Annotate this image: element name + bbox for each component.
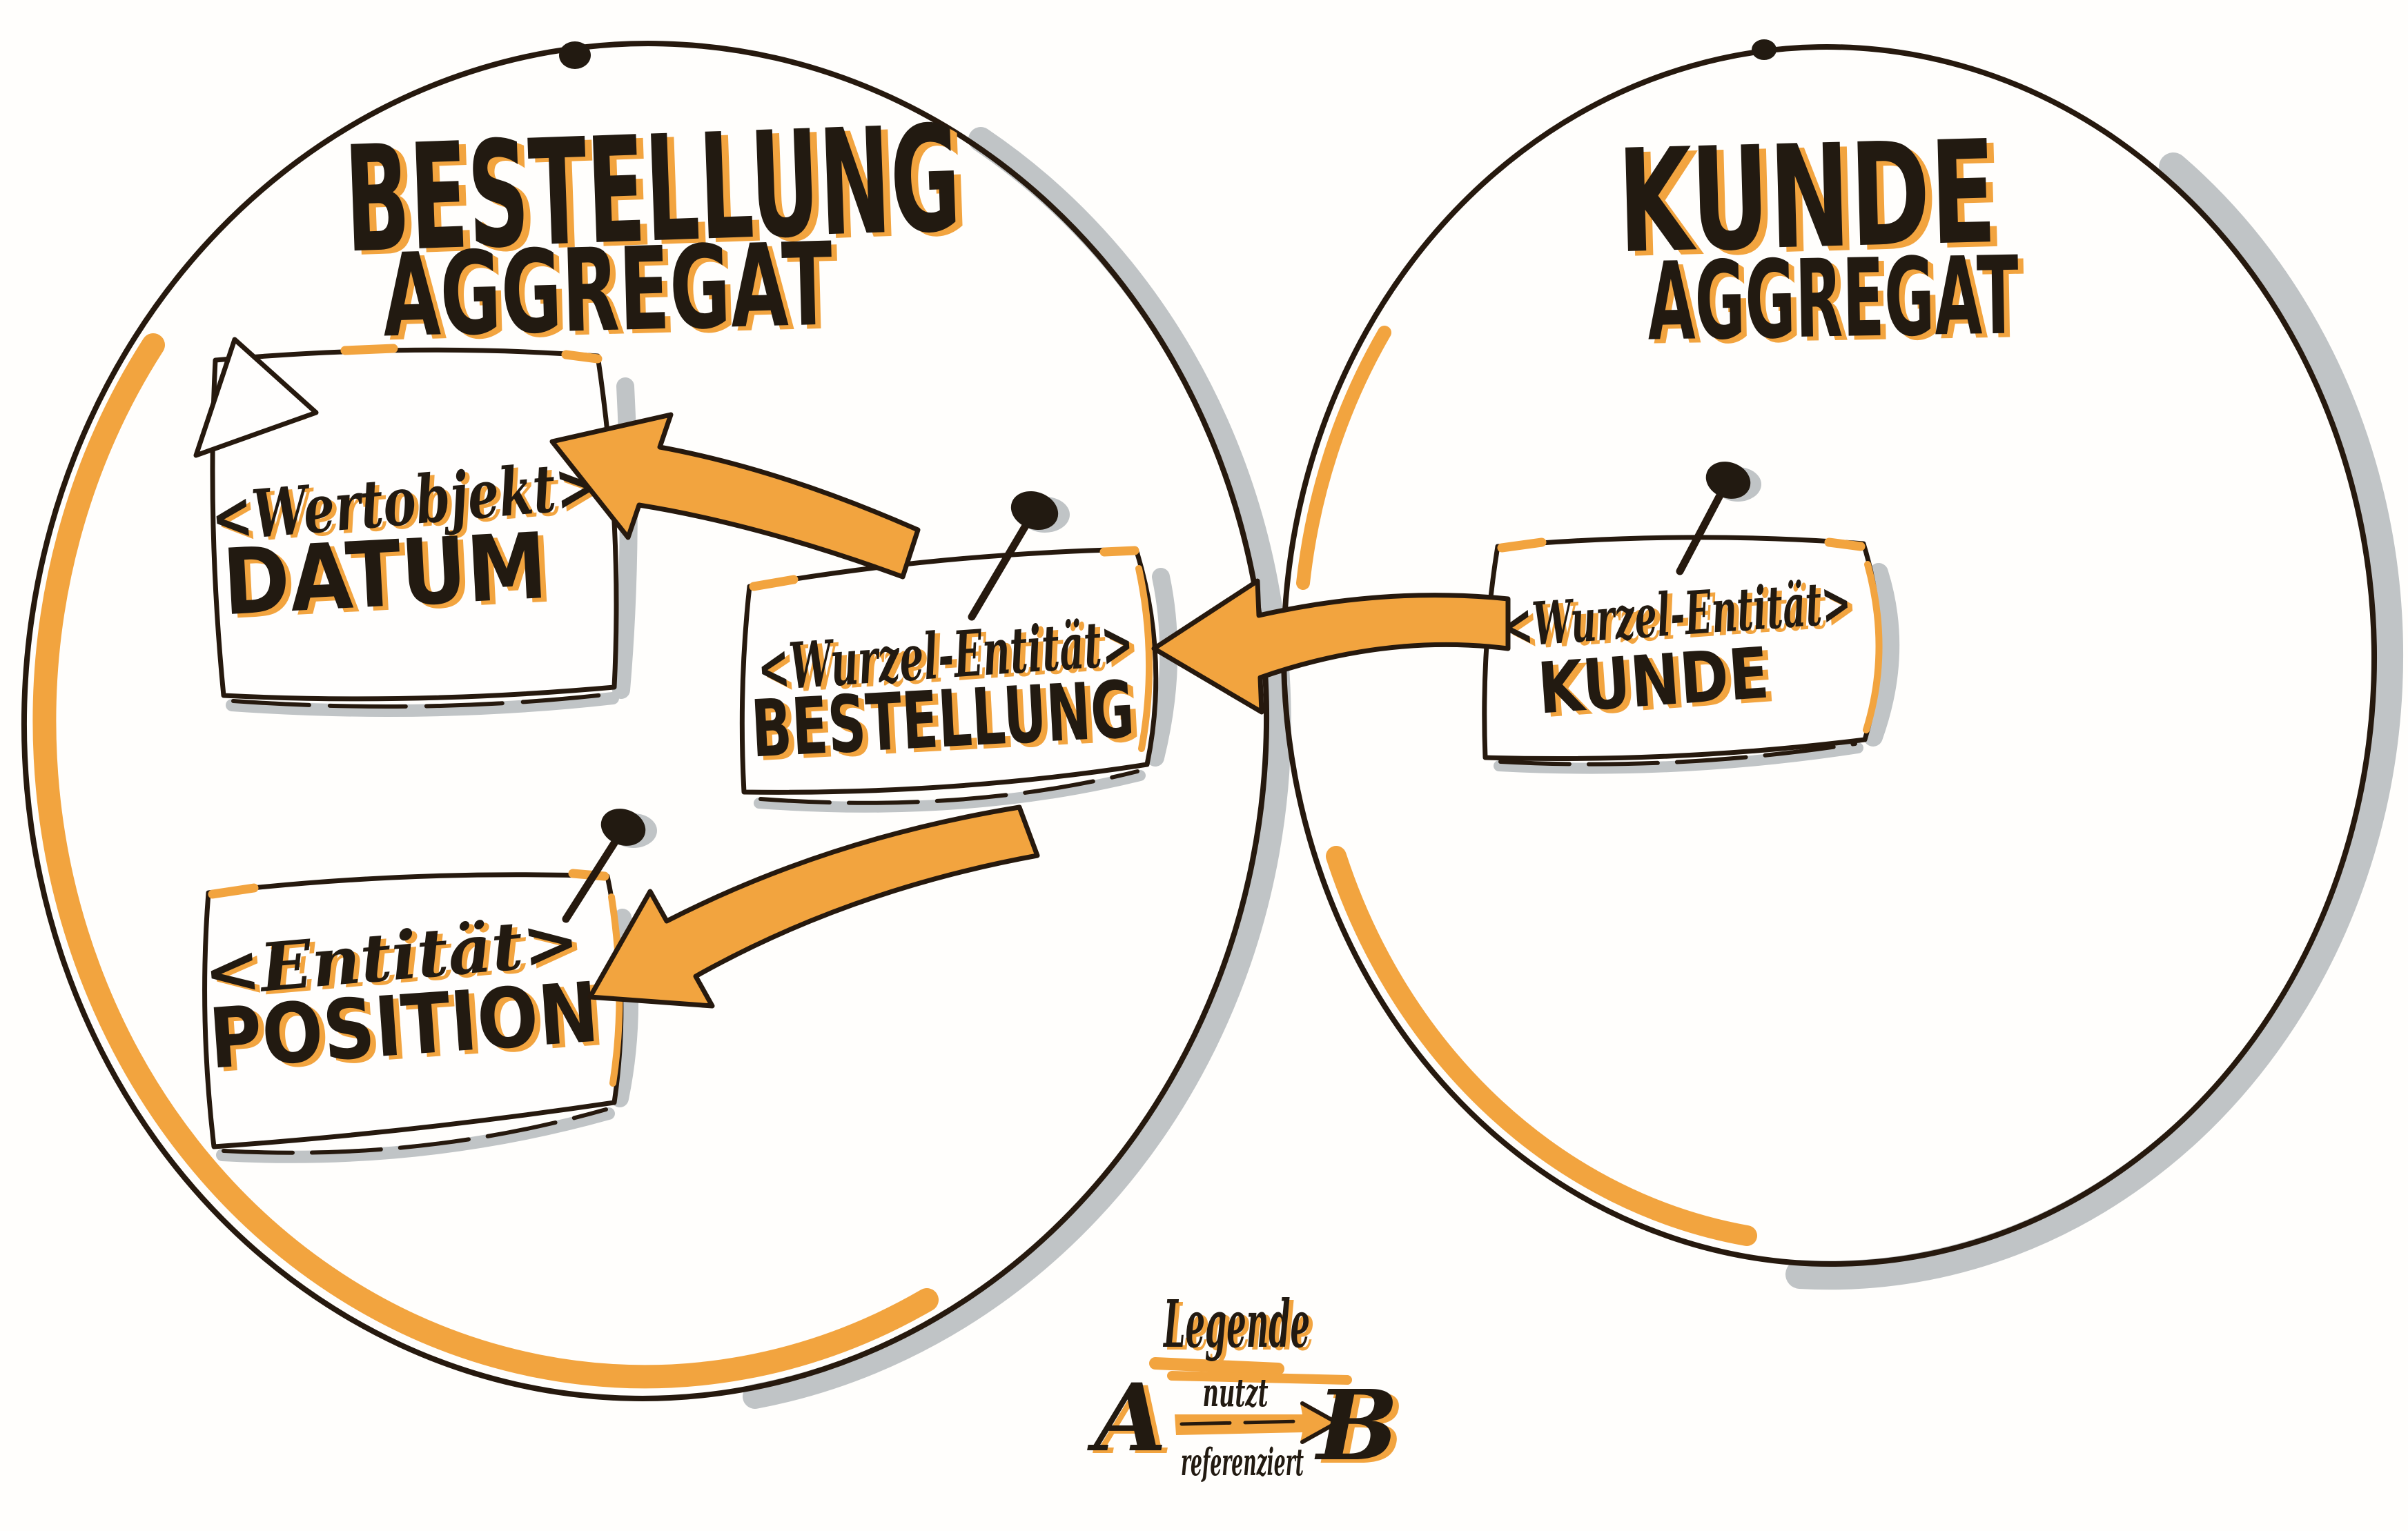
- bestellung-card-body: [739, 546, 1159, 795]
- datum-bottom-sketch-line: [231, 692, 612, 709]
- left-circle-orange-arc: [32, 333, 939, 1389]
- position-card-shadow-bottom: [216, 1107, 615, 1163]
- left-title-highlight: BESTELLUNG: [349, 97, 970, 289]
- legend-arrow-sketch-line: [1179, 1419, 1301, 1426]
- bestellung-name-highlight: BESTELLUNG: [755, 667, 1142, 779]
- position-corner-tick-right: [568, 869, 609, 881]
- arrow-bestellung-uses-position: [587, 804, 1040, 1009]
- left-circle-outline: [21, 41, 1270, 1401]
- bestellung-pin-needle: [968, 522, 1030, 621]
- card-kunde: <Wurzel-Entität> <Wurzel-Entität> KUNDE …: [1482, 462, 1900, 774]
- legend-underline-1: [1149, 1357, 1284, 1375]
- kunde-name: KUNDE: [1535, 633, 1771, 731]
- arrow-bestellung-uses-datum: [549, 412, 921, 580]
- legend-node-b-highlight: B: [1320, 1373, 1404, 1486]
- right-title-highlight: KUNDE: [1623, 115, 2005, 290]
- left-circle-shadow: [743, 127, 1291, 1409]
- right-circle-orange-arc-bottom: [1326, 846, 1757, 1246]
- bestellung-corner-tick-right: [1099, 546, 1139, 557]
- datum-card-body: [210, 347, 619, 702]
- bestellung-bottom-sketch-line: [758, 769, 1139, 805]
- bestellung-corner-tick-left: [749, 575, 799, 591]
- card-bestellung: <Wurzel-Entität> <Wurzel-Entität> BESTEL…: [739, 491, 1178, 813]
- right-circle-knot-dot: [1752, 39, 1776, 60]
- right-aggregate-title: KUNDE KUNDE AGGREGAT AGGREGAT: [1616, 110, 2026, 369]
- kunde-pin-icon: [1705, 462, 1751, 499]
- position-pin-icon: [600, 809, 646, 846]
- bestellung-card-shadow-right: [1146, 568, 1178, 767]
- legend-node-a: A: [1087, 1363, 1167, 1472]
- bestellung-card-shadow-bottom: [754, 770, 1146, 813]
- left-title: BESTELLUNG: [342, 94, 963, 286]
- datum-card-shadow-bottom: [226, 692, 619, 717]
- right-subtitle-highlight: AGGREGAT: [1652, 237, 2026, 368]
- kunde-card-shadow-right: [1863, 563, 1900, 747]
- datum-name: DATUM: [220, 513, 549, 636]
- legend-node-a-highlight: A: [1093, 1365, 1173, 1475]
- card-datum: <Wertobjekt> <Wertobjekt> DATUM DATUM: [193, 337, 638, 717]
- left-circle-knot-dot: [559, 41, 591, 69]
- kunde-edge-accent: [1863, 561, 1883, 733]
- datum-corner-tick-top: [340, 344, 398, 355]
- arrow-kunde-referenced-by-bestellung: [1151, 578, 1511, 715]
- legend-arrowhead-outline: [1300, 1401, 1342, 1444]
- legend: Legende Legende A A nutzt referenziert B…: [1087, 1286, 1405, 1486]
- right-title: KUNDE: [1616, 110, 1998, 285]
- legend-label-nutzt: nutzt: [1203, 1370, 1269, 1416]
- kunde-corner-tick-left: [1497, 537, 1547, 553]
- position-bottom-sketch-line: [222, 1107, 608, 1155]
- left-aggregate-circle: [21, 41, 1291, 1409]
- datum-name-highlight: DATUM: [226, 517, 555, 640]
- relation-arrows: [549, 412, 1511, 1009]
- bestellung-pin-icon: [1010, 491, 1059, 531]
- left-subtitle: AGGREGAT: [381, 219, 834, 364]
- left-aggregate-title: BESTELLUNG BESTELLUNG AGGREGAT AGGREGAT: [342, 94, 970, 368]
- bestellung-name: BESTELLUNG: [749, 664, 1136, 776]
- left-subtitle-highlight: AGGREGAT: [386, 222, 840, 367]
- kunde-card-body: [1482, 535, 1881, 762]
- kunde-card-shadow-bottom: [1494, 742, 1863, 774]
- position-card-body: [202, 872, 624, 1149]
- kunde-name-highlight: KUNDE: [1541, 636, 1777, 734]
- legend-title: Legende: [1163, 1286, 1310, 1363]
- legend-label-referenziert: referenziert: [1181, 1440, 1304, 1484]
- datum-card-folded-corner: [193, 337, 319, 458]
- right-circle-orange-arc-left: [1296, 326, 1391, 590]
- right-subtitle: AGGREGAT: [1647, 233, 2020, 364]
- bestellung-edge-accent: [1135, 565, 1153, 752]
- legend-underline-2: [1167, 1371, 1352, 1385]
- kunde-bottom-sketch-line: [1498, 742, 1857, 767]
- datum-corner-tick-right: [561, 350, 603, 364]
- card-position: <Entität> <Entität> POSITION POSITION: [201, 809, 657, 1163]
- right-circle-shadow: [1785, 152, 2404, 1290]
- kunde-pin-needle: [1676, 491, 1724, 575]
- legend-node-b: B: [1314, 1370, 1398, 1483]
- position-pin-needle: [562, 839, 618, 923]
- legend-title-highlight: Legende: [1167, 1289, 1314, 1365]
- position-corner-tick-left: [208, 883, 259, 899]
- kunde-corner-tick-right: [1824, 537, 1866, 551]
